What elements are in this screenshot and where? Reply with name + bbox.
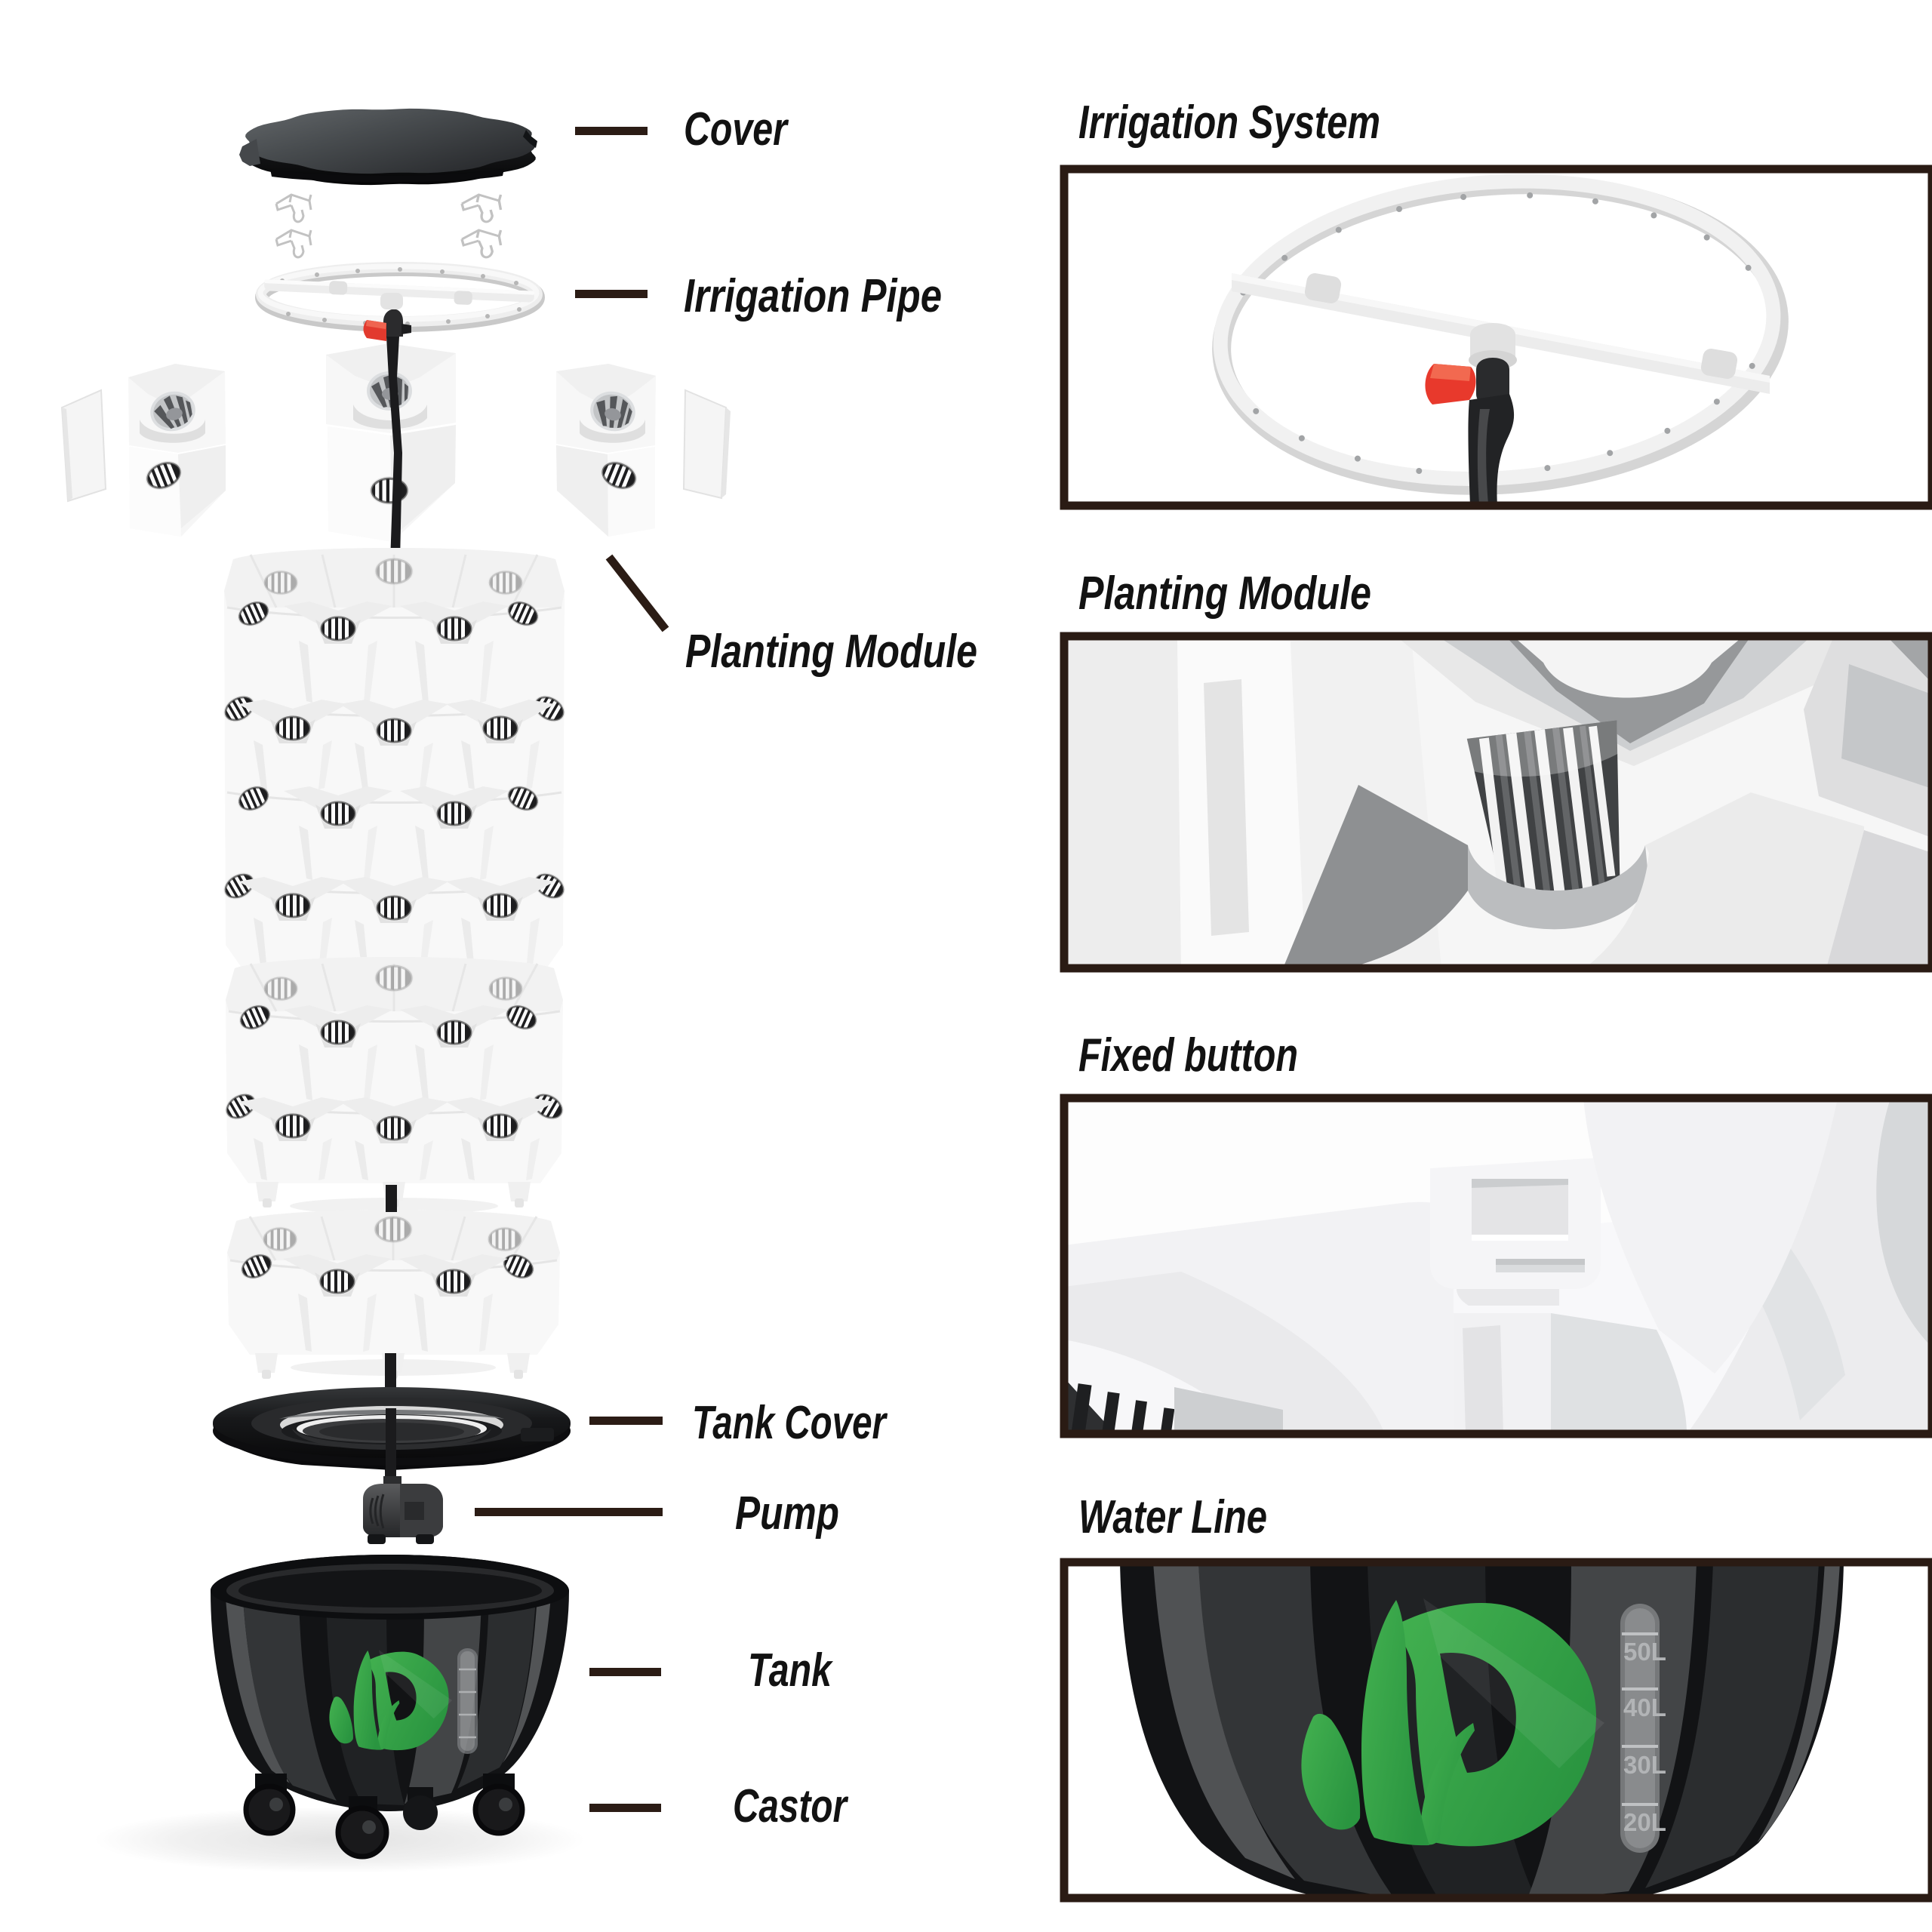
svg-text:Fixed button: Fixed button bbox=[1078, 1029, 1298, 1081]
svg-text:Irrigation System: Irrigation System bbox=[1078, 97, 1380, 149]
svg-text:Tank Cover: Tank Cover bbox=[692, 1397, 888, 1449]
svg-text:Planting Module: Planting Module bbox=[1078, 568, 1371, 620]
svg-text:Castor: Castor bbox=[733, 1780, 848, 1832]
svg-text:Irrigation Pipe: Irrigation Pipe bbox=[684, 270, 942, 322]
svg-text:20L: 20L bbox=[1623, 1808, 1666, 1836]
svg-text:40L: 40L bbox=[1623, 1694, 1666, 1721]
svg-text:50L: 50L bbox=[1623, 1638, 1666, 1666]
svg-text:Water Line: Water Line bbox=[1078, 1491, 1267, 1543]
svg-text:Tank: Tank bbox=[748, 1644, 834, 1697]
svg-text:Cover: Cover bbox=[684, 103, 789, 155]
svg-text:30L: 30L bbox=[1623, 1751, 1666, 1779]
svg-text:Planting Module: Planting Module bbox=[685, 626, 977, 678]
svg-text:Pump: Pump bbox=[735, 1487, 839, 1540]
